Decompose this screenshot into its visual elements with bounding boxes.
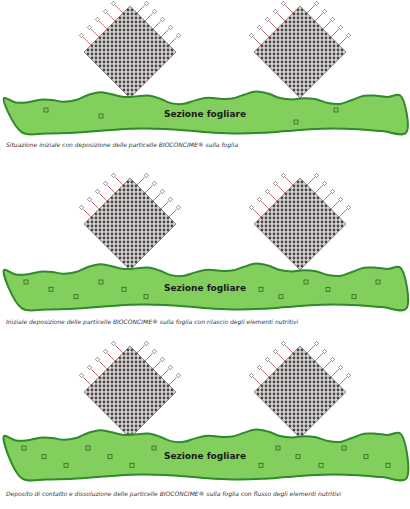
nutrient-particle xyxy=(296,455,300,459)
particle-cluster xyxy=(249,173,350,270)
nutrient-particle xyxy=(122,287,126,291)
leaf-label: Sezione fogliare xyxy=(164,445,246,461)
panel-caption: Deposito di contatto e dissoluzione dell… xyxy=(6,490,404,497)
nutrient-particle xyxy=(276,446,280,450)
nutrient-particle xyxy=(376,280,380,284)
leaf-shape xyxy=(4,92,408,135)
panel-caption: Iniziale deposizione delle particelle BI… xyxy=(6,318,404,325)
nutrient-particle xyxy=(326,287,330,291)
leaf-section: Sezione fogliare xyxy=(4,258,406,312)
nutrient-particle xyxy=(279,295,283,299)
leaf-section: Sezione fogliare xyxy=(4,424,406,482)
particle-cluster xyxy=(79,173,180,270)
nutrient-particle xyxy=(42,455,46,459)
nutrient-particle xyxy=(74,295,78,299)
nutrient-particle xyxy=(64,463,68,467)
nutrient-particle xyxy=(319,463,323,467)
nutrient-particle xyxy=(304,280,308,284)
nutrient-particle xyxy=(108,455,112,459)
nutrient-particle xyxy=(342,446,346,450)
nutrient-particle xyxy=(24,280,28,284)
nutrient-particle xyxy=(44,108,48,112)
panel-caption: Situazione iniziale con deposizione dell… xyxy=(6,141,404,148)
nutrient-particle xyxy=(294,120,298,124)
leaf-label: Sezione fogliare xyxy=(164,103,246,119)
nutrient-particle xyxy=(352,295,356,299)
nutrient-particle xyxy=(334,108,338,112)
particle-cluster xyxy=(249,341,350,438)
nutrient-particle xyxy=(22,446,26,450)
leaf-shape xyxy=(4,264,408,311)
leaf-label: Sezione fogliare xyxy=(164,277,246,293)
leaf-section: Sezione fogliare xyxy=(4,86,406,136)
nutrient-particle xyxy=(259,287,263,291)
particle-cluster xyxy=(79,341,180,438)
nutrient-particle xyxy=(152,446,156,450)
leaf-shape xyxy=(4,430,409,481)
particle-cluster xyxy=(79,1,180,98)
nutrient-particle xyxy=(86,446,90,450)
nutrient-particle xyxy=(99,280,103,284)
nutrient-particle xyxy=(144,295,148,299)
nutrient-particle xyxy=(49,287,53,291)
nutrient-particle xyxy=(130,463,134,467)
nutrient-particle xyxy=(364,455,368,459)
particle-cluster xyxy=(249,1,350,98)
nutrient-particle xyxy=(99,114,103,118)
nutrient-particle xyxy=(386,463,390,467)
nutrient-particle xyxy=(259,463,263,467)
